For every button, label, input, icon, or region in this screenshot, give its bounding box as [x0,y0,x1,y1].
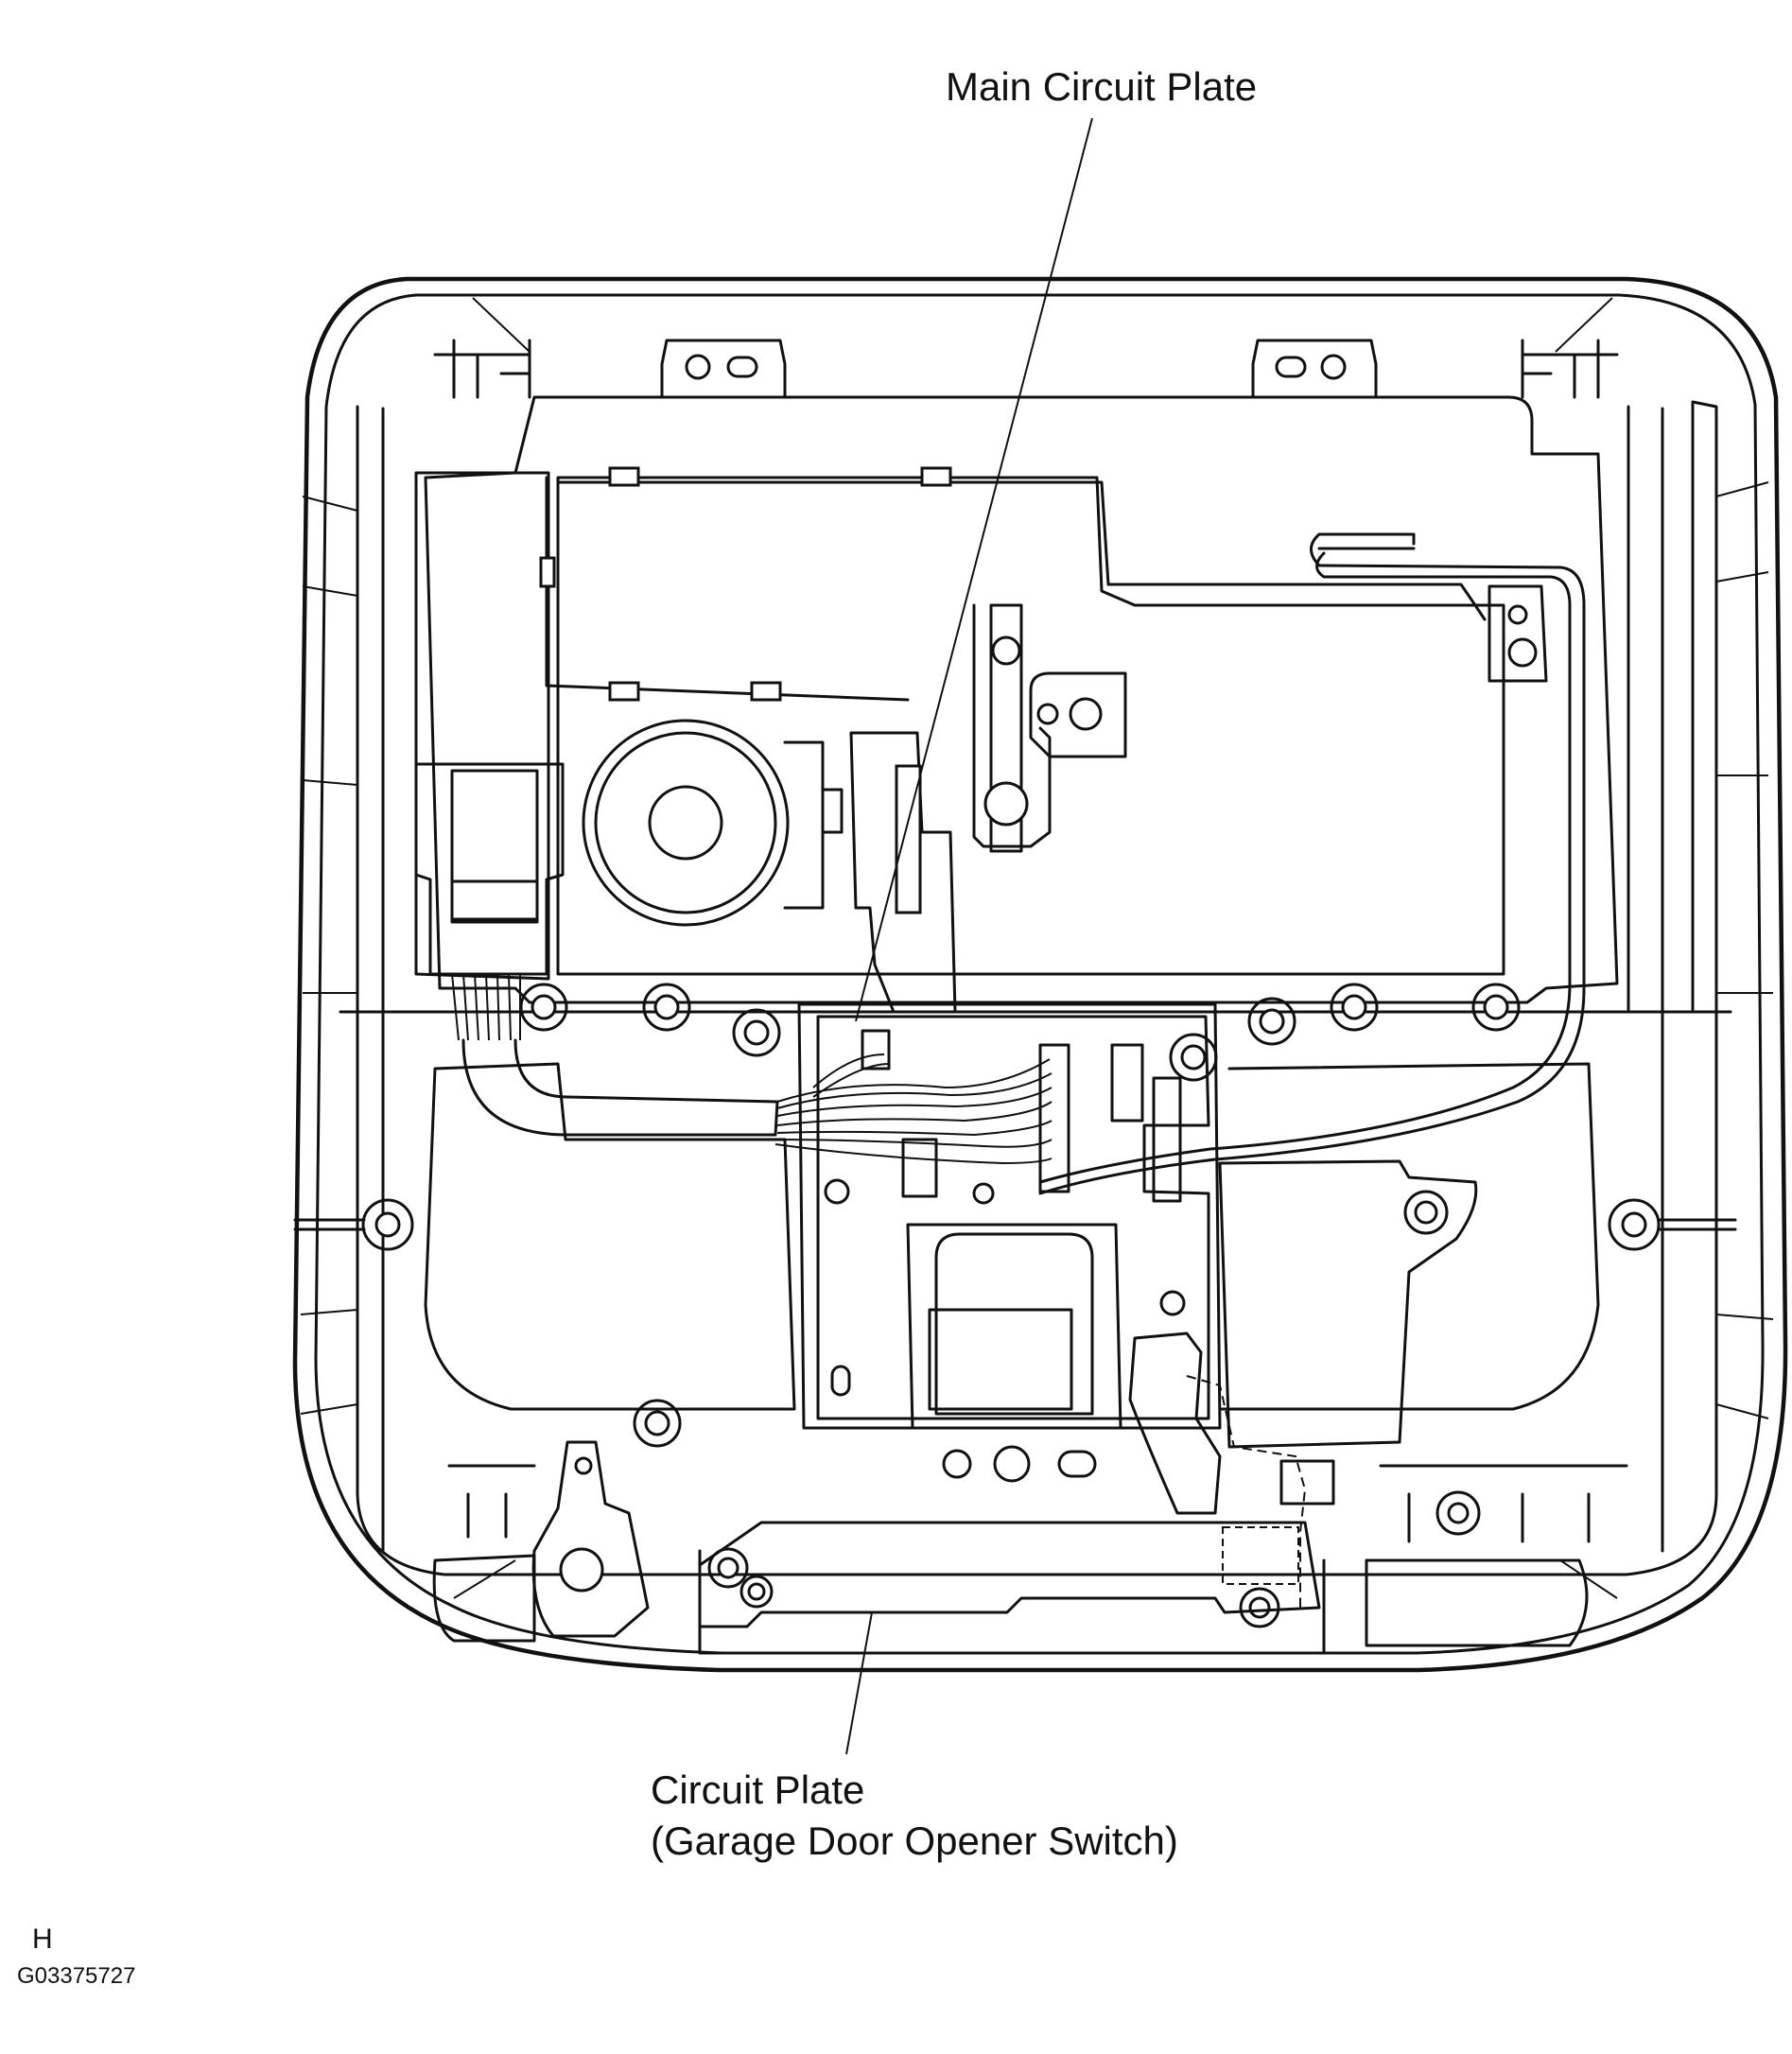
bracket-hole [1507,604,1528,625]
bottom-ribs [447,1464,1628,1543]
bottom-pad-right [1365,1558,1589,1647]
mount-hole [732,1008,781,1057]
mount-hole [642,983,691,1032]
tab-hole [1069,697,1103,731]
board-hole [972,1182,995,1205]
board-slot [830,1365,851,1397]
lower-left-bay [424,1062,796,1411]
gdo-screw [739,1575,774,1609]
board-connector [901,1138,938,1198]
view-letter: H [32,1923,53,1955]
tab-hole [1036,703,1059,725]
bracket-hole [1507,637,1538,668]
board-hole [1159,1290,1186,1316]
rim-ticks [300,297,1774,1599]
slider-hole [983,781,1029,827]
garage-label-line1: Circuit Plate [651,1767,865,1812]
garage-circuit-plate-label: Circuit Plate (Garage Door Opener Switch… [651,1765,1178,1867]
wire-loop-top [556,480,1487,621]
wire-clip [608,466,640,487]
switch-housing [906,1223,1122,1430]
mount-hole [1330,983,1379,1032]
mount-hole [361,1198,414,1251]
top-clip-right [1521,339,1619,399]
mount-hole [1435,1490,1481,1536]
mount-hole [1247,997,1296,1046]
top-mount-left [660,339,787,399]
wire-clip [539,556,556,588]
upper-tray [424,395,1619,1004]
side-tab-right [1658,1218,1737,1231]
lock-tab [1029,671,1127,758]
wire-loop-top-2 [545,476,910,702]
lead-connector [1279,1459,1335,1506]
mount-hole [1239,1587,1280,1628]
speaker-bracket [783,740,844,910]
board-connector [1110,1043,1144,1123]
side-tab-left [293,1218,366,1231]
bottom-pad-left [432,1554,536,1643]
mount-hole [707,1547,749,1589]
antenna-wire [1038,547,1572,1184]
harness-wires [451,973,521,1041]
mount-hole [519,983,568,1032]
board-hole [824,1178,850,1205]
wire-clip [608,681,640,702]
main-circuit-plate-label: Main Circuit Plate [946,64,1258,109]
mount-hole [1403,1190,1449,1235]
mount-hole [1608,1198,1661,1251]
garage-transmitter-module [1218,1159,1478,1449]
board-connector [1152,1076,1182,1203]
center-slider [989,603,1023,853]
board-connector [861,1029,891,1071]
right-bracket [1488,584,1548,683]
leader-garage-plate [845,1611,873,1755]
top-mount-right [1251,339,1378,399]
center-plate [972,603,1052,848]
gdo-screw-center [747,1582,766,1601]
wire-clip [750,681,782,702]
wire-bundle [774,1053,1053,1165]
gdo-connector [1222,1526,1299,1585]
harness-sheath [461,1038,779,1137]
mount-hole [1471,983,1521,1032]
garage-label-line2: (Garage Door Opener Switch) [651,1819,1178,1863]
top-clip-left [433,339,531,399]
clip-hole [574,1456,593,1475]
slider-hole [991,635,1021,666]
lower-right-bay [1218,1062,1600,1411]
board-connector [1038,1043,1070,1193]
bottom-switch-holes [942,1445,1097,1483]
harness-connector [414,762,565,976]
buzzer-speaker [582,719,790,927]
gdo-plate-base [698,1549,1326,1655]
leader-main-circuit-plate [855,117,1093,1022]
mount-hole [1169,1033,1218,1082]
switch-inner [934,1232,1094,1416]
switch-display [928,1308,1073,1411]
figure-code: G03375727 [17,1963,136,1989]
upper-tray-inner [556,476,1505,976]
dashed-lead [1186,1375,1307,1612]
main-circuit-plate-inner [816,1015,1210,1420]
module-connector [1128,1332,1222,1515]
inner-frame [356,400,1718,1576]
garage-door-opener-circuit-plate [698,1521,1321,1628]
mount-hole [633,1399,682,1448]
clip-hole [559,1547,604,1593]
console-housing-outer [292,276,1788,1673]
wire-clip [920,466,952,487]
bottom-left-clip [531,1440,650,1638]
main-circuit-plate [797,1002,1222,1430]
antenna-wire-2 [1038,532,1586,1195]
connector-slot [895,764,922,914]
